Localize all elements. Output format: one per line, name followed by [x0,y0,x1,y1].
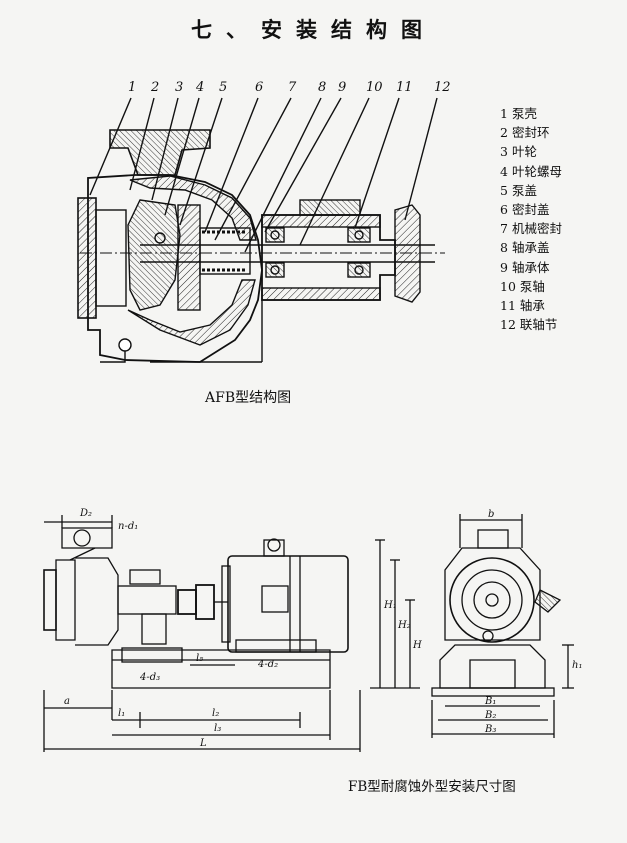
dim-label-B1: B₁ [485,696,497,707]
legend-item: 11 轴承 [500,298,545,314]
dim-label-B3: B₃ [485,724,497,735]
dim-label-L: L [200,738,207,749]
part-number-1: 1 [128,80,137,95]
dim-label-nd1: n-d₁ [118,521,139,532]
dim-label-H2: H₂ [398,620,411,631]
dim-label-l2: l₂ [212,708,220,719]
legend-item: 7 机械密封 [500,221,562,237]
part-number-8: 8 [318,80,327,95]
part-number-11: 11 [396,80,413,95]
dim-label-4d3: 4-d₃ [140,672,161,683]
dim-label-a: a [64,696,70,707]
part-number-7: 7 [288,80,297,95]
legend-item: 12 联轴节 [500,317,558,333]
legend-item: 6 密封盖 [500,202,550,218]
dim-label-h1: h₁ [572,660,583,671]
legend-item: 9 轴承体 [500,259,550,275]
legend-item: 2 密封环 [500,125,550,141]
part-number-2: 2 [151,80,160,95]
page-title: 七、安装结构图 [191,18,436,42]
legend-item: 5 泵盖 [500,182,537,198]
dim-label-d2: D₂ [80,508,93,519]
caption-afb: AFB型结构图 [205,390,292,406]
part-number-3: 3 [175,80,184,95]
legend-item: 10 泵轴 [500,278,545,294]
part-number-12: 12 [434,80,451,95]
part-number-5: 5 [219,80,228,95]
legend-item: 8 轴承盖 [500,240,550,256]
dim-label-l3: l₃ [214,723,222,734]
legend-item: 1 泵壳 [500,106,537,121]
part-number-6: 6 [255,80,264,95]
dim-label-b: b [488,509,495,520]
part-number-10: 10 [366,80,383,95]
caption-fb: FB型耐腐蚀外型安装尺寸图 [348,779,516,795]
dim-label-l5: l₅ [196,653,204,664]
dim-label-l1: l₁ [118,708,126,719]
part-number-4: 4 [196,80,205,95]
dim-label-H1: H₁ [384,600,397,611]
legend-item: 4 叶轮螺母 [500,163,562,179]
legend-item: 3 叶轮 [500,144,537,160]
part-number-9: 9 [338,80,347,95]
parts-legend: 1 泵壳 2 密封环 3 叶轮 4 叶轮螺母 5 泵盖 6 密封盖 7 机械密封… [500,104,620,334]
dim-label-B2: B₂ [485,710,497,721]
dim-label-nd: 4-d₂ [258,659,279,670]
dim-label-H: H [413,640,422,651]
